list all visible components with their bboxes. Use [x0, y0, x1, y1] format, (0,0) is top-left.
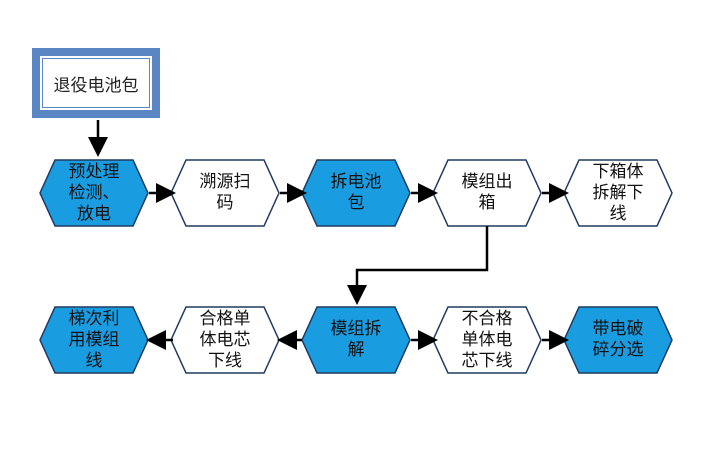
node-module-out: 模组出 箱 — [433, 160, 541, 226]
node-unqualified: 不合格 单体电 芯下线 — [433, 307, 541, 373]
node-pretreat: 预处理 检测、 放电 — [40, 160, 148, 226]
node-qualified: 合格单 体电芯 下线 — [171, 307, 279, 373]
node-label-unpack: 拆电池 包 — [330, 172, 382, 213]
node-shape-pretreat — [39, 159, 149, 227]
node-label-module-dis: 模组拆 解 — [330, 319, 382, 360]
arrow-module-out-to-module-dis — [347, 226, 489, 305]
node-label-trace: 溯源扫 码 — [199, 172, 251, 213]
node-label-pretreat: 预处理 检测、 放电 — [68, 161, 120, 224]
node-shape-cascade — [39, 306, 149, 374]
node-label-crush: 带电破 碎分选 — [592, 319, 644, 360]
start-node-label: 退役电池包 — [53, 75, 139, 96]
node-trace: 溯源扫 码 — [171, 160, 279, 226]
node-label-qualified: 合格单 体电芯 下线 — [199, 308, 251, 371]
node-label-lower-box: 下箱体 拆解下 线 — [592, 161, 644, 224]
node-label-cascade: 梯次利 用模组 线 — [68, 308, 120, 371]
start-node: 退役电池包 — [32, 48, 160, 118]
node-label-module-out: 模组出 箱 — [461, 172, 513, 213]
node-crush: 带电破 碎分选 — [564, 307, 672, 373]
node-unpack: 拆电池 包 — [302, 160, 410, 226]
node-label-unqualified: 不合格 单体电 芯下线 — [461, 308, 513, 371]
node-module-dis: 模组拆 解 — [302, 307, 410, 373]
start-node-inner-frame — [42, 58, 150, 108]
node-cascade: 梯次利 用模组 线 — [40, 307, 148, 373]
node-lower-box: 下箱体 拆解下 线 — [564, 160, 672, 226]
